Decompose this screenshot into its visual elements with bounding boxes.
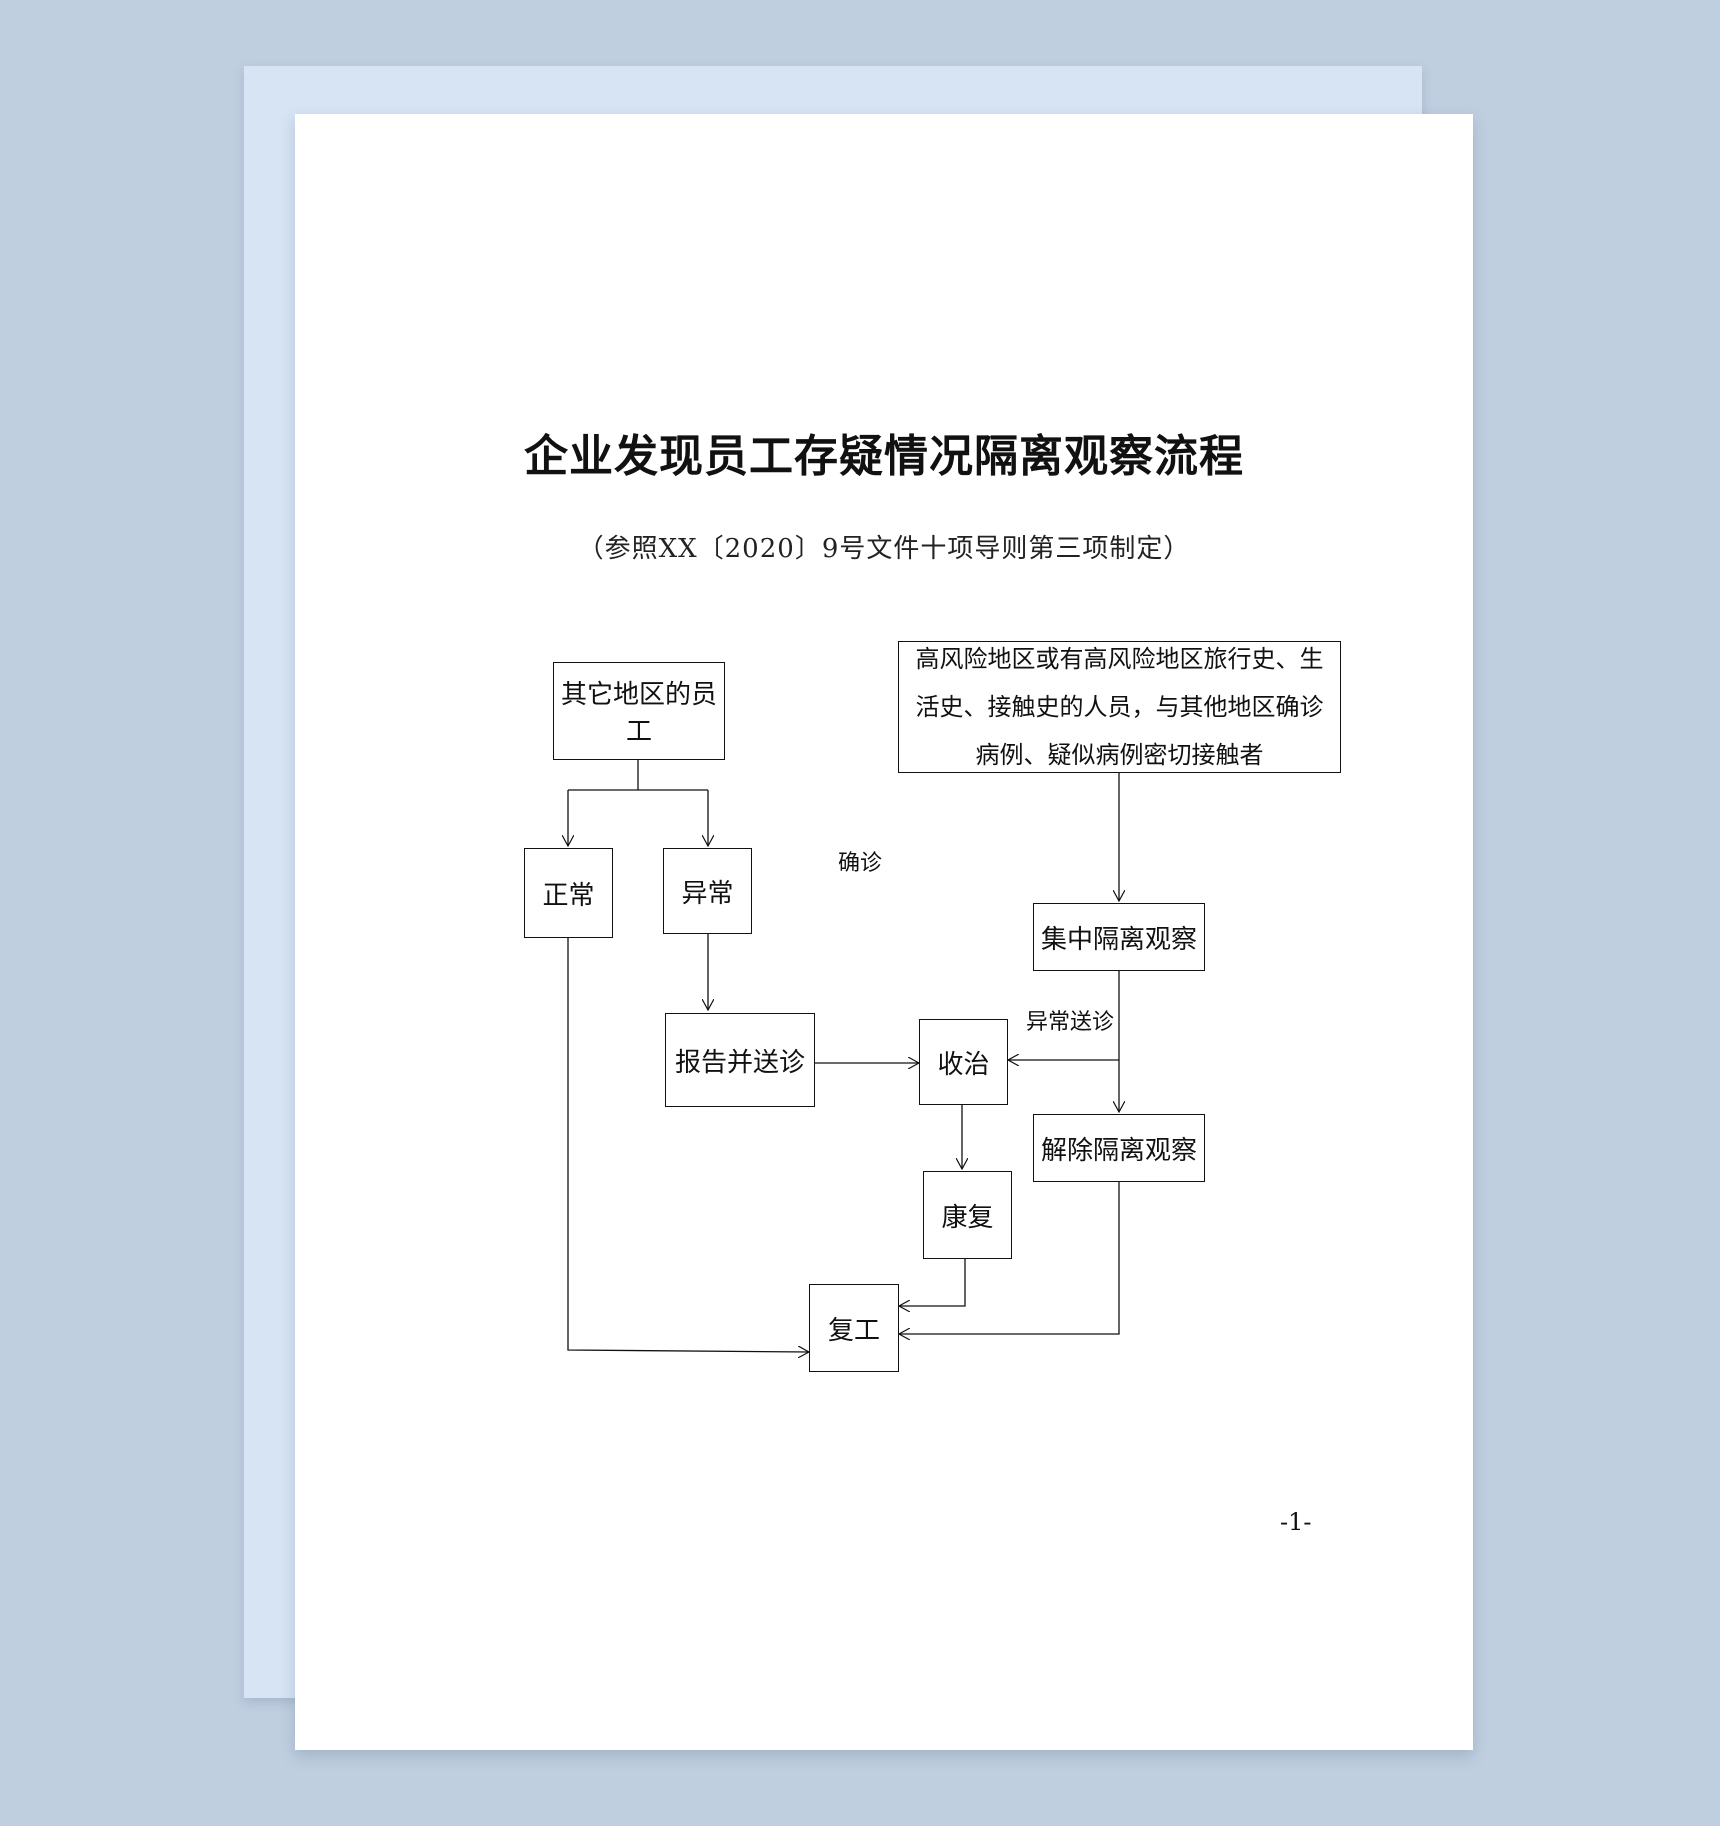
label-confirmed: 确诊 — [838, 851, 883, 876]
node-treatment: 收治 — [919, 1019, 1008, 1105]
page-number: -1- — [1280, 1508, 1312, 1536]
node-normal: 正常 — [524, 848, 613, 938]
node-recovery: 康复 — [923, 1171, 1012, 1259]
node-central-isolation: 集中隔离观察 — [1033, 903, 1205, 971]
arrow-normal-return — [567, 938, 809, 1352]
node-return-work: 复工 — [809, 1284, 899, 1372]
document-page: 企业发现员工存疑情况隔离观察流程 （参照XX〔2020〕9号文件十项导则第三项制… — [295, 114, 1473, 1750]
document-subtitle: （参照XX〔2020〕9号文件十项导则第三项制定） — [577, 534, 1191, 564]
node-high-risk: 高风险地区或有高风险地区旅行史、生活史、接触史的人员，与其他地区确诊病例、疑似病… — [898, 641, 1341, 773]
flowchart-connectors — [295, 760, 1473, 1750]
node-other-region-staff: 其它地区的员工 — [553, 662, 725, 760]
node-abnormal: 异常 — [663, 848, 752, 934]
arrow-recovery-return — [899, 1259, 966, 1306]
node-report-send: 报告并送诊 — [665, 1013, 815, 1107]
label-abnormal-send: 异常送诊 — [1026, 1010, 1115, 1035]
node-release-isolation: 解除隔离观察 — [1033, 1114, 1205, 1182]
document-title: 企业发现员工存疑情况隔离观察流程 — [524, 431, 1244, 482]
